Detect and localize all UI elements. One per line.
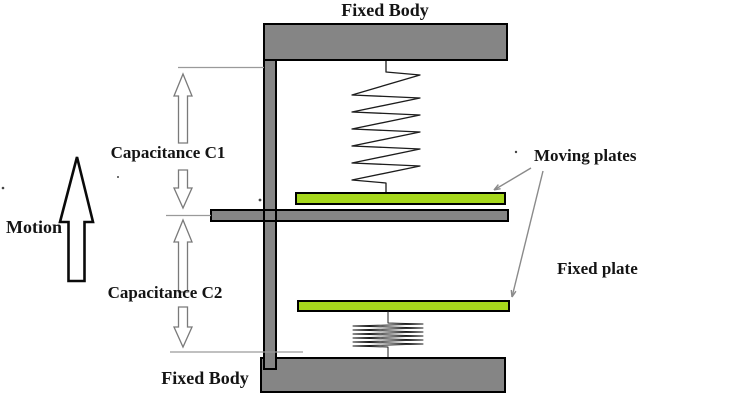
c1-down-arrow [172,169,194,210]
moving-crossbar [210,209,509,222]
stray-dot [514,150,518,154]
moving-plates-pointer-lower [510,170,544,298]
stray-dot [117,176,119,178]
upper-spring [351,61,421,192]
fixed-body-bottom-block [260,357,506,393]
fixed-plate-lower [297,300,510,312]
fixed-body-top-label: Fixed Body [341,0,429,20]
c2-down-arrow [172,306,194,349]
capacitance-c2-label: Capacitance C2 [107,283,223,302]
motion-label: Motion [6,217,62,237]
lower-spring [352,311,424,357]
moving-plate-upper [295,192,506,205]
fixed-plate-label: Fixed plate [557,259,638,278]
fixed-body-top-block [263,23,508,61]
moving-plates-label: Moving plates [534,146,637,165]
c1-up-arrow [173,72,193,144]
fixed-body-bottom-label: Fixed Body [161,368,249,388]
stray-dot [258,198,262,202]
motion-up-arrow [58,156,95,283]
stray-dot [1,186,5,190]
c2-up-arrow [173,218,193,293]
capacitance-c1-label: Capacitance C1 [110,143,226,162]
moving-plates-pointer-upper [493,167,532,191]
